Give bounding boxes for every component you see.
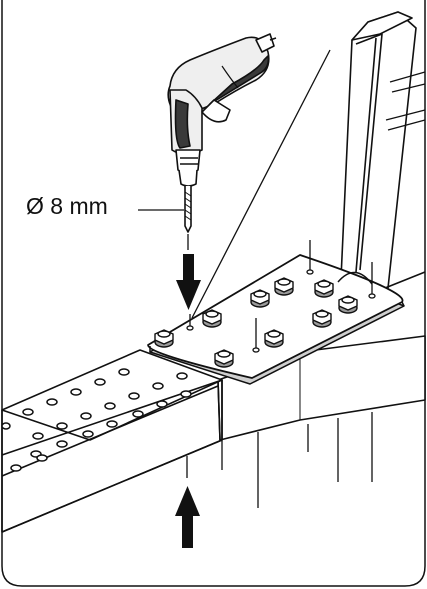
drill-holes — [186, 240, 376, 353]
perforated-beam — [1, 349, 223, 533]
drill-icon — [167, 33, 277, 233]
guide-line — [191, 49, 331, 319]
plate-bolts — [154, 277, 358, 368]
upright-beam — [339, 11, 426, 301]
arrow-up-icon — [175, 486, 200, 548]
support-lines — [221, 412, 373, 508]
mounting-plate — [147, 254, 405, 385]
arrow-down-icon — [176, 254, 201, 310]
beam-holes — [1, 368, 192, 472]
drill-diameter-label: Ø 8 mm — [26, 193, 108, 219]
